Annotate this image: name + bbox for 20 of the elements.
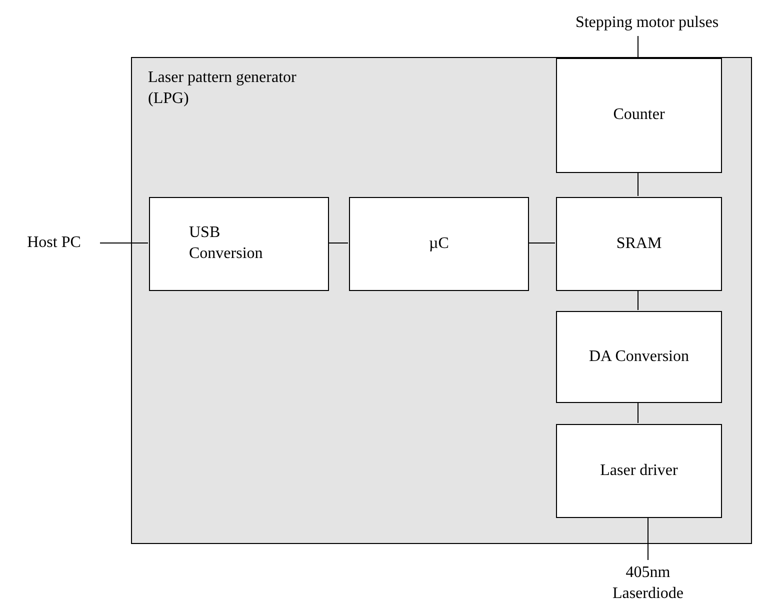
block-box — [556, 311, 722, 403]
block-label: µC — [429, 234, 449, 254]
block-label: DA Conversion — [589, 346, 689, 367]
system-boundary-box — [131, 57, 752, 544]
connector-line — [100, 242, 148, 244]
block-box — [556, 424, 722, 518]
block-box — [349, 197, 529, 291]
connector-line — [328, 242, 348, 244]
block-box — [149, 197, 329, 291]
terminal-label: Stepping motor pulses — [575, 12, 719, 33]
terminal-label: 405nm Laserdiode — [611, 563, 685, 604]
block-box — [556, 197, 722, 291]
block-box — [556, 58, 722, 173]
block-label: SRAM — [616, 234, 662, 254]
block-label: Laser pattern generator (LPG) — [148, 68, 298, 109]
block-label: Laser driver — [600, 460, 678, 481]
block-label: Counter — [613, 105, 665, 126]
block-label: USB Conversion — [189, 223, 264, 264]
terminal-label: Host PC — [27, 232, 81, 253]
connector-line — [528, 242, 556, 244]
